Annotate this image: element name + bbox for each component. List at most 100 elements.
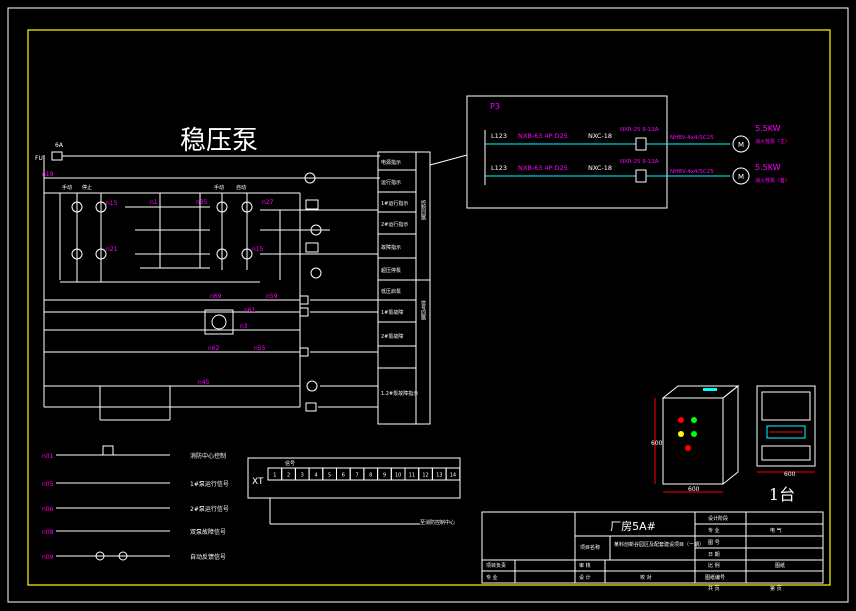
signal-tag: n01	[42, 453, 54, 460]
tag: n21	[106, 246, 118, 253]
terminal-cell-label: 11	[409, 473, 415, 479]
signal-tag: n06	[42, 506, 54, 513]
terminal-cell-label: 2	[287, 473, 290, 479]
right-row-key: 专 业	[708, 527, 720, 534]
right-row-val: 电 气	[770, 527, 782, 534]
right-row-val: 第 页	[770, 585, 782, 592]
motor-icon: M	[738, 141, 744, 149]
terminal-header: 信号	[285, 460, 295, 467]
right-row-key: 比 例	[708, 562, 720, 569]
terminal-cell-label: 10	[395, 473, 401, 479]
relay-label: NXR-25 9-13A	[620, 159, 659, 165]
factory-name: 厂房5A#	[610, 520, 656, 533]
tag: n1	[150, 199, 158, 206]
signal-text: 消防中心控制	[190, 452, 226, 460]
right-row-key: 图纸编号	[705, 574, 725, 581]
tag: n35	[196, 199, 208, 206]
cabinet-width-dim: 600	[784, 471, 796, 478]
terminal-cell-label: 4	[314, 473, 317, 479]
terminal-label: XT	[252, 477, 264, 487]
control-schematic	[43, 151, 468, 425]
cabinet-count: 1台	[769, 485, 795, 504]
cabinet-side-view	[654, 384, 740, 493]
function-label: 故障指示	[381, 244, 401, 251]
terminal-cell-label: 7	[355, 473, 358, 479]
tag: n59	[266, 293, 278, 300]
function-label: 1.2#泵故障指示	[381, 390, 418, 397]
terminal-cell-label: 5	[328, 473, 331, 479]
title-mid-row: 设 计	[579, 574, 591, 581]
panel-p3: P3 L123 NXB-63 4P D25 NXC-18 NXR-25 9-13…	[466, 95, 790, 209]
group-label: 控制回路	[420, 199, 426, 221]
cable-label: NHBV-4x4/SC25	[670, 169, 714, 175]
right-row-val: 图纸	[775, 562, 785, 569]
terminal-cell-label: 1	[273, 473, 276, 479]
signal-tag: n09	[42, 554, 54, 561]
right-header: 设计阶段	[708, 515, 728, 522]
project-label: 项目名称	[580, 544, 600, 551]
signal-tag: n08	[42, 529, 54, 536]
cabinet-depth-dim: 600	[688, 486, 700, 493]
right-row-key: 图 号	[708, 540, 720, 546]
title-block	[481, 511, 824, 584]
cabinet-height-dim: 600	[651, 440, 663, 447]
tag: n55	[254, 345, 266, 352]
left-label: 停止	[82, 184, 92, 191]
motor-icon: M	[738, 173, 744, 181]
signal-text: 2#泵运行信号	[190, 505, 229, 513]
tag: n69	[210, 293, 222, 300]
function-label: 运行指示	[381, 179, 401, 186]
fuse-label: FU	[35, 155, 43, 162]
group-label: 信号回路	[420, 299, 426, 321]
signal-tag: n05	[42, 481, 54, 488]
function-label: 2#运行指示	[381, 221, 408, 228]
title-mid-row: 审 核	[579, 562, 591, 569]
schematic-labels: FU 6A n19 n15 n1 n35 n27 n21 n15 n69 n59…	[35, 142, 278, 386]
contactor-label: NXC-18	[588, 132, 612, 140]
terminal-note: 至消防控制中心	[420, 519, 455, 526]
signal-text: 双泵故障信号	[190, 528, 226, 536]
fuse-rating: 6A	[55, 142, 64, 149]
terminal-cell-label: 12	[422, 473, 428, 479]
tag: n27	[262, 199, 274, 206]
left-label: 手动	[62, 184, 72, 191]
title-left-row: 项目负责	[486, 562, 506, 569]
relay-label: NXR-25 9-13A	[620, 127, 659, 133]
right-row-key: 共 页	[708, 585, 720, 592]
terminal-cell	[445, 467, 461, 481]
terminal-cell-label: 9	[383, 473, 386, 479]
function-label: 低压启泵	[381, 288, 401, 295]
title-mid-row: 校 对	[640, 574, 652, 581]
tag: n15	[106, 200, 118, 207]
terminal-cell-label: 6	[342, 473, 345, 479]
right-row-key: 日 期	[708, 552, 720, 558]
cable-label: NHBV-4x4/SC25	[670, 135, 714, 141]
panel-name: P3	[490, 102, 500, 111]
signal-text: 1#泵运行信号	[190, 480, 229, 488]
load-label: 消火栓泵（备）	[755, 177, 790, 184]
function-label: 超压停泵	[381, 267, 401, 274]
tag: n3	[240, 323, 248, 330]
bus-label: L123	[491, 132, 507, 140]
title-block-text: 厂房5A# 项目名称 某科创新谷园区及配套建设项目（一期） 项目负责 专 业 审…	[486, 515, 785, 592]
bus-label: L123	[491, 164, 507, 172]
cabinet-front-view	[756, 385, 816, 473]
tag: n19	[42, 171, 54, 178]
tag: n61	[244, 307, 256, 314]
signal-list: n01 消防中心控制 n05 1#泵运行信号 n06 2#泵运行信号 n08 双…	[42, 445, 229, 561]
left-label: 手动	[214, 184, 224, 191]
power-label: 5.5KW	[755, 124, 781, 133]
function-label: 1#运行指示	[381, 200, 408, 207]
inner-frame	[27, 29, 831, 586]
breaker-label: NXB-63 4P D25	[518, 132, 568, 140]
outer-frame	[7, 7, 849, 603]
tag: n15	[252, 246, 264, 253]
terminal-cell-label: 8	[369, 473, 372, 479]
contactor-label: NXC-18	[588, 164, 612, 172]
tag: n62	[208, 345, 220, 352]
function-label: 2#泵故障	[381, 333, 403, 340]
drawing-title: 稳压泵	[180, 126, 258, 156]
